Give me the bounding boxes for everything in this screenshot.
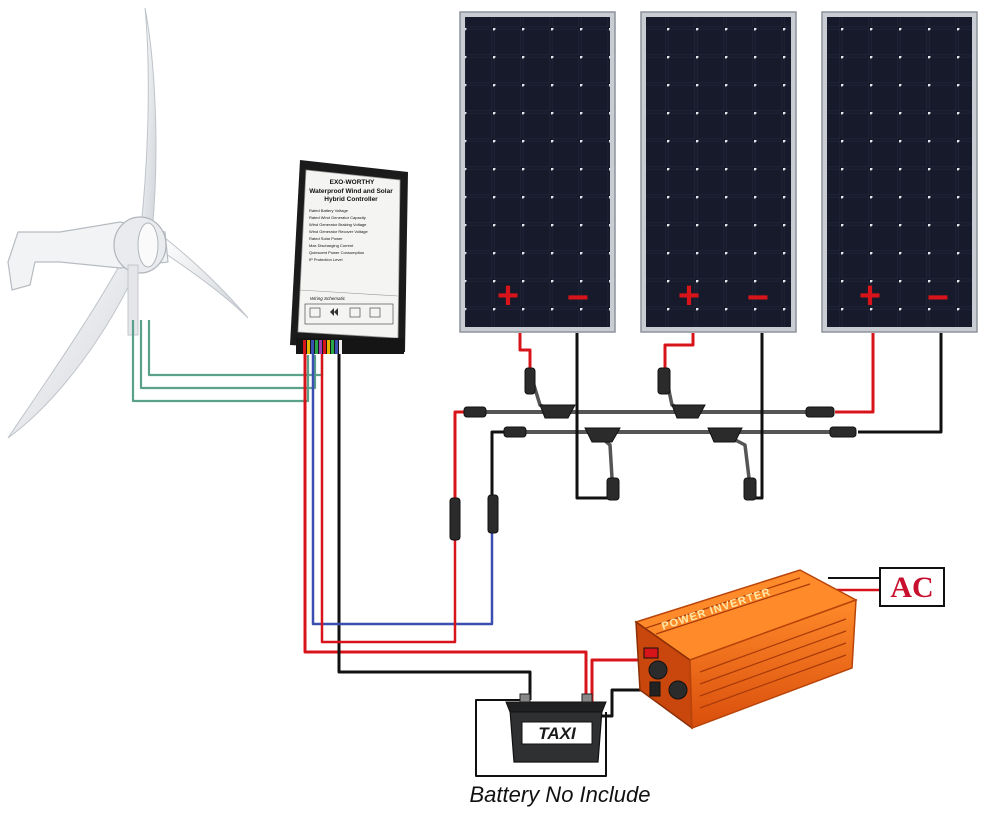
solar-panel-1: + − — [459, 11, 616, 333]
controller-title-line1: Waterproof Wind and Solar — [309, 188, 393, 195]
controller-spec: Max Discharging Current — [309, 243, 354, 248]
controller-brand: EXO-WORTHY — [330, 179, 375, 186]
controller-spec: Rated Battery Voltage — [309, 208, 349, 213]
battery: TAXI — [505, 693, 607, 763]
solar-panel-2: + − — [640, 11, 797, 333]
solar-panel-3: + − — [821, 11, 978, 333]
controller-spec: Wind Generator Braking Voltage — [309, 222, 367, 227]
panel-2-negative: − — [747, 277, 769, 319]
battery-brand: TAXI — [538, 724, 577, 743]
mc4-connectors — [449, 367, 857, 541]
ac-output-box: AC — [879, 567, 945, 607]
batt-inv-pos — [590, 658, 650, 702]
controller-spec: Rated Wind Generator Capacity — [309, 215, 366, 220]
panel-3-positive: + — [859, 275, 881, 317]
wind-wire-2 — [139, 320, 317, 390]
panel-2-positive: + — [678, 275, 700, 317]
power-inverter: POWER INVERTER — [634, 569, 858, 730]
ctrl-neg-wire — [337, 352, 532, 700]
hybrid-controller: EXO-WORTHY Waterproof Wind and Solar Hyb… — [290, 160, 408, 354]
controller-spec: IP Protection Level — [309, 257, 343, 262]
ctrl-red-wire — [320, 352, 457, 644]
controller-spec: Quiescent Power Consumption — [309, 250, 364, 255]
wind-turbine — [7, 7, 249, 439]
panel-1-positive: + — [497, 275, 519, 317]
controller-schematic-label: Wiring Schematic — [310, 296, 346, 301]
controller-specs: Rated Battery Voltage Rated Wind Generat… — [309, 208, 368, 262]
controller-spec: Rated Solar Power — [309, 236, 343, 241]
panel-1-negative: − — [567, 277, 589, 319]
panel-3-negative: − — [927, 277, 949, 319]
ac-label: AC — [890, 571, 933, 604]
ctrl-pos-wire — [303, 352, 588, 702]
wind-wire-1 — [131, 320, 310, 403]
ctrl-blue-wire — [311, 352, 494, 626]
controller-spec: Wind Generator Recover Voltage — [309, 229, 368, 234]
controller-title-line2: Hybrid Controller — [324, 196, 378, 203]
caption: Battery No Include — [469, 782, 651, 807]
controller-terminal-wires — [303, 340, 342, 354]
